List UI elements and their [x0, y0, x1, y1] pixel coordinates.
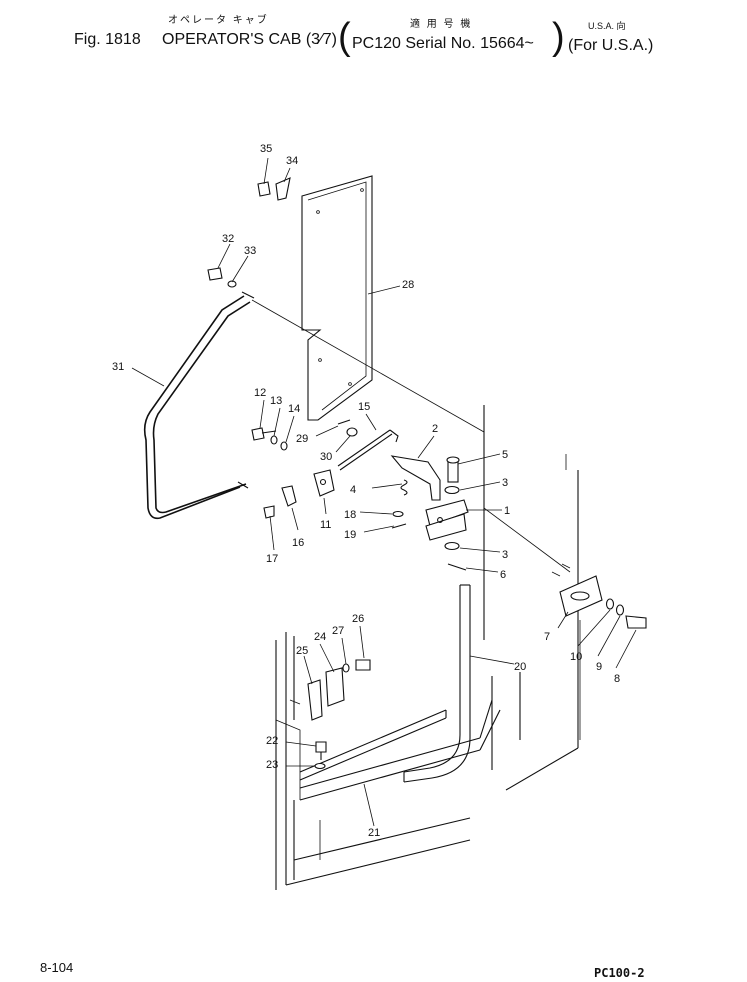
callout-12: 12	[254, 387, 266, 399]
leader-lines	[131, 157, 637, 827]
washer-33	[227, 280, 237, 288]
washer-23	[314, 762, 326, 770]
callout-25: 25	[296, 645, 308, 657]
callout-21: 21	[368, 827, 380, 839]
title-japanese: オペレータ キャブ	[168, 15, 269, 26]
latch-bracket	[425, 499, 469, 541]
washer-lower	[444, 541, 460, 551]
callout-19: 19	[344, 529, 356, 541]
knob	[281, 485, 297, 507]
step-trim	[299, 709, 447, 781]
callout-13: 13	[270, 395, 282, 407]
weather-strip-rail	[403, 584, 471, 783]
bracket-left: (	[338, 16, 351, 58]
pin	[446, 456, 460, 483]
callout-1: 1	[504, 505, 510, 517]
callout-29: 29	[296, 433, 308, 445]
callout-24: 24	[314, 631, 326, 643]
assembly-guide-line-lower	[483, 507, 571, 573]
hand-rail	[143, 291, 255, 520]
page-number: 8-104	[40, 960, 74, 975]
callout-30: 30	[320, 451, 332, 463]
callout-8: 8	[614, 673, 620, 685]
bracket-25	[307, 679, 323, 721]
region-japanese: U.S.A. 向	[588, 21, 626, 31]
washer-10	[605, 598, 615, 610]
callout-3a: 3	[502, 477, 508, 489]
striker-plate	[390, 455, 441, 501]
callout-20: 20	[514, 661, 526, 673]
callout-31: 31	[112, 361, 124, 373]
spring	[400, 479, 408, 496]
callout-3b: 3	[502, 549, 508, 561]
callout-4: 4	[350, 484, 356, 496]
callout-34: 34	[286, 155, 298, 167]
bolt-22	[315, 741, 327, 753]
callout-5: 5	[502, 449, 508, 461]
latch-rod	[337, 429, 393, 471]
washer-upper	[444, 485, 460, 495]
callout-27: 27	[332, 625, 344, 637]
catch-34	[275, 177, 291, 201]
bolt-32	[207, 267, 223, 281]
washer-small	[392, 510, 404, 518]
washer-9	[615, 604, 625, 616]
model-code: PC100-2	[594, 966, 645, 980]
cotter-pin	[391, 523, 407, 529]
bolt-12	[251, 427, 265, 441]
region-label: (For U.S.A.)	[568, 37, 654, 54]
callout-9: 9	[596, 661, 602, 673]
washer-13	[270, 435, 278, 445]
callout-15: 15	[358, 401, 370, 413]
callout-11: 11	[320, 519, 331, 531]
washer-27	[342, 663, 350, 673]
callout-23: 23	[266, 759, 278, 771]
callout-16: 16	[292, 537, 304, 549]
callout-10: 10	[570, 651, 582, 663]
callout-22: 22	[266, 735, 278, 747]
callout-14: 14	[288, 403, 300, 415]
figure-title: OPERATOR'S CAB (3⁄7)	[162, 31, 337, 48]
figure-number: Fig. 1818	[74, 31, 141, 48]
assembly-guide-line	[251, 299, 485, 433]
bolt-26	[355, 659, 371, 671]
bolt-8	[625, 615, 647, 629]
mounting-plate	[325, 667, 345, 707]
callout-17: 17	[266, 553, 278, 565]
pin-small	[447, 563, 467, 571]
screw-17	[263, 505, 275, 519]
callout-35: 35	[260, 143, 272, 155]
cap-30	[346, 427, 358, 437]
callout-33: 33	[244, 245, 256, 257]
bracket-right: )	[552, 16, 565, 58]
callout-32: 32	[222, 233, 234, 245]
lock-plate	[559, 575, 603, 617]
applicability-serial: PC120 Serial No. 15664~	[352, 35, 534, 52]
clip-29	[337, 419, 351, 425]
bolt-35	[257, 181, 271, 197]
callout-6: 6	[500, 569, 506, 581]
dash-marks	[551, 563, 571, 577]
side-panel	[301, 175, 373, 421]
callout-labels: 1 2 3 3 4 5 6 7 8 9 10 11 12 13 14 15 16…	[112, 143, 620, 839]
door-floor-frame	[275, 632, 501, 890]
washer-14	[280, 441, 288, 451]
applicability-japanese: 適 用 号 機	[410, 19, 473, 30]
callout-2: 2	[432, 423, 438, 435]
hinge-bracket	[313, 469, 335, 497]
callout-18: 18	[344, 509, 356, 521]
latch-rod-end	[389, 429, 399, 443]
callout-28: 28	[402, 279, 414, 291]
callout-26: 26	[352, 613, 364, 625]
callout-7: 7	[544, 631, 550, 643]
